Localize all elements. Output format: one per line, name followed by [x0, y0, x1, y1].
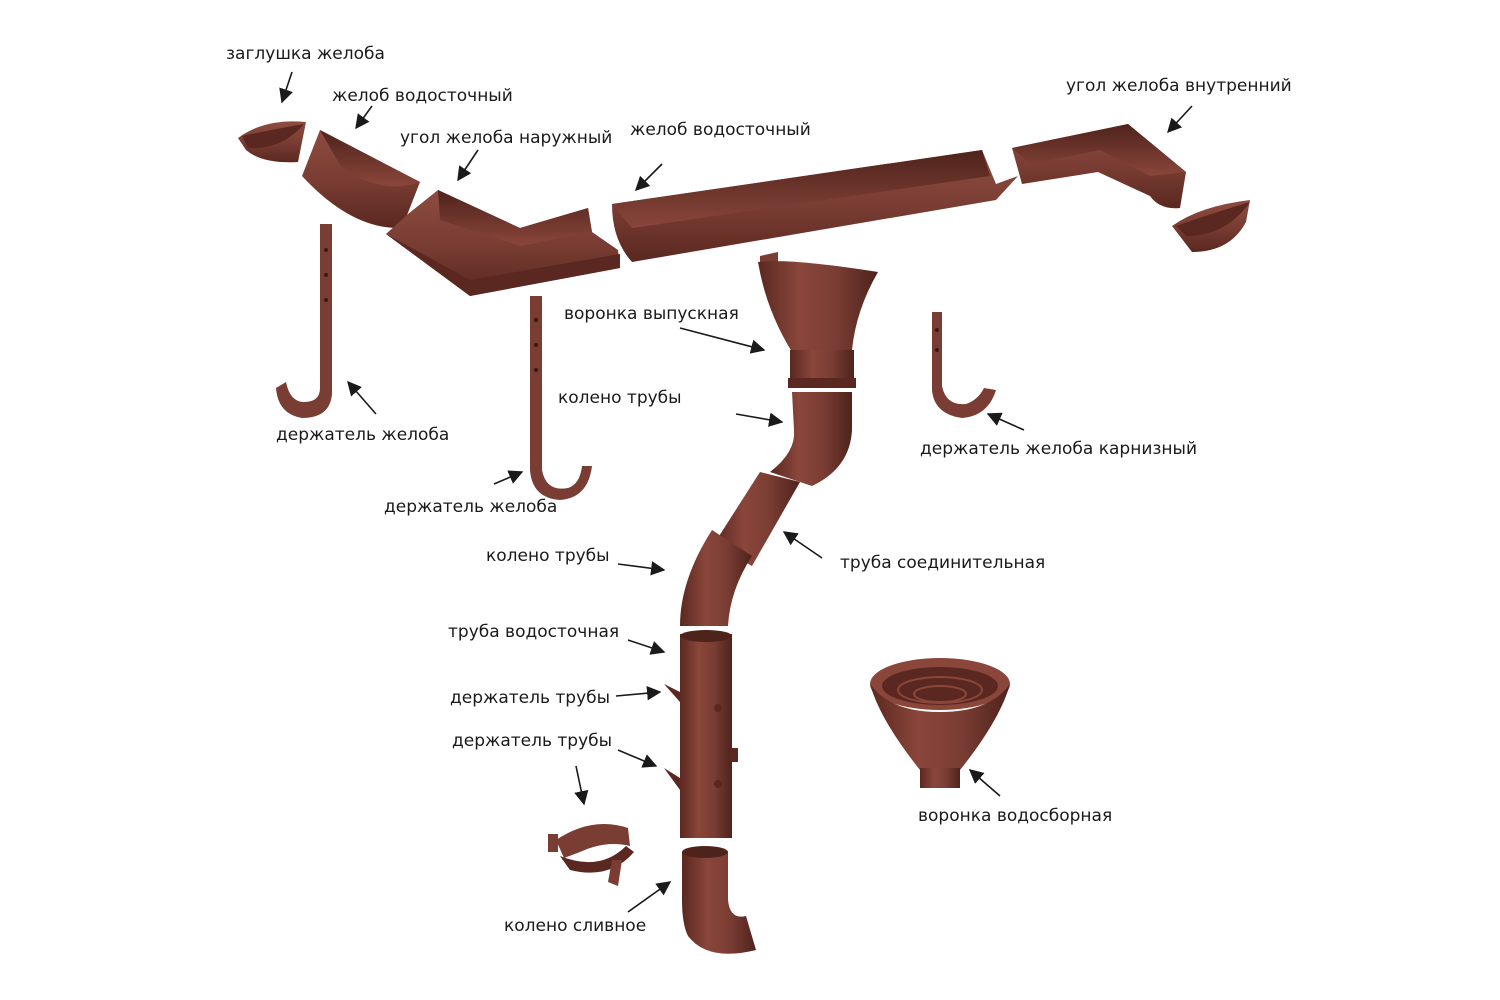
arrow-gutter-left [355, 105, 373, 130]
arrow-bracket-fascia [986, 412, 1025, 431]
arrow-connector-pipe [782, 531, 823, 559]
label-corner-inner: угол желоба внутренний [1066, 76, 1292, 96]
label-gutter-cap: заглушка желоба [226, 44, 385, 64]
label-corner-outer: угол желоба наружный [400, 128, 613, 148]
label-outlet-funnel: воронка выпускная [564, 304, 739, 324]
gutter-cap-left [238, 121, 306, 163]
label-pipe-bracket-2: держатель трубы [452, 731, 613, 751]
label-gutter-main: желоб водосточный [630, 120, 811, 140]
arrow-gutter-main [634, 163, 663, 192]
arrow-downpipe [627, 639, 666, 655]
gutter-cap-right [1172, 200, 1250, 252]
label-bracket-mid: держатель желоба [384, 497, 558, 517]
drain-elbow [682, 846, 756, 954]
arrow-collector-funnel [968, 769, 1001, 797]
label-pipe-elbow-mid: колено трубы [486, 546, 610, 566]
arrow-pipe-elbow-top [735, 412, 784, 427]
arrow-pipe-bracket-separate [574, 765, 589, 806]
label-bracket-left: держатель желоба [276, 425, 450, 445]
label-drain-elbow: колено сливное [504, 916, 647, 936]
arrow-pipe-bracket-2 [617, 749, 658, 768]
arrow-outlet-funnel [679, 327, 766, 354]
gutter-bracket-fascia [932, 312, 996, 418]
leader-arrows [279, 71, 1193, 913]
arrow-corner-outer [457, 149, 479, 182]
gutter-segment-main [612, 150, 1018, 262]
gutter-segment-left [302, 130, 420, 229]
downpipe [664, 630, 738, 838]
pipe-connector [714, 472, 800, 566]
gutter-bracket-left [276, 224, 332, 418]
arrow-corner-inner [1167, 105, 1193, 134]
gutter-bracket-mid [530, 296, 592, 500]
label-pipe-elbow-top: колено трубы [558, 388, 682, 408]
arrow-gutter-cap [279, 71, 293, 104]
label-pipe-bracket-1: держатель трубы [450, 688, 611, 708]
arrow-drain-elbow [627, 881, 672, 913]
label-connector-pipe: труба соединительная [840, 553, 1046, 573]
label-bracket-fascia: держатель желоба карнизный [920, 439, 1197, 459]
pipe-bracket-separate [548, 824, 634, 886]
gutter-corner-inner [1012, 124, 1186, 209]
pipe-elbow-top [770, 392, 852, 486]
arrow-bracket-mid [493, 470, 524, 485]
pipe-elbow-mid [680, 530, 752, 626]
collector-funnel [870, 658, 1010, 788]
label-downpipe: труба водосточная [448, 622, 620, 642]
outlet-funnel [758, 252, 878, 388]
gutter-corner-outer [386, 190, 620, 296]
label-gutter-left: желоб водосточный [332, 86, 513, 106]
arrow-pipe-bracket-1 [615, 686, 662, 701]
arrow-bracket-left [347, 380, 377, 415]
label-collector-funnel: воронка водосборная [918, 806, 1113, 826]
arrow-pipe-elbow-mid [617, 561, 666, 576]
